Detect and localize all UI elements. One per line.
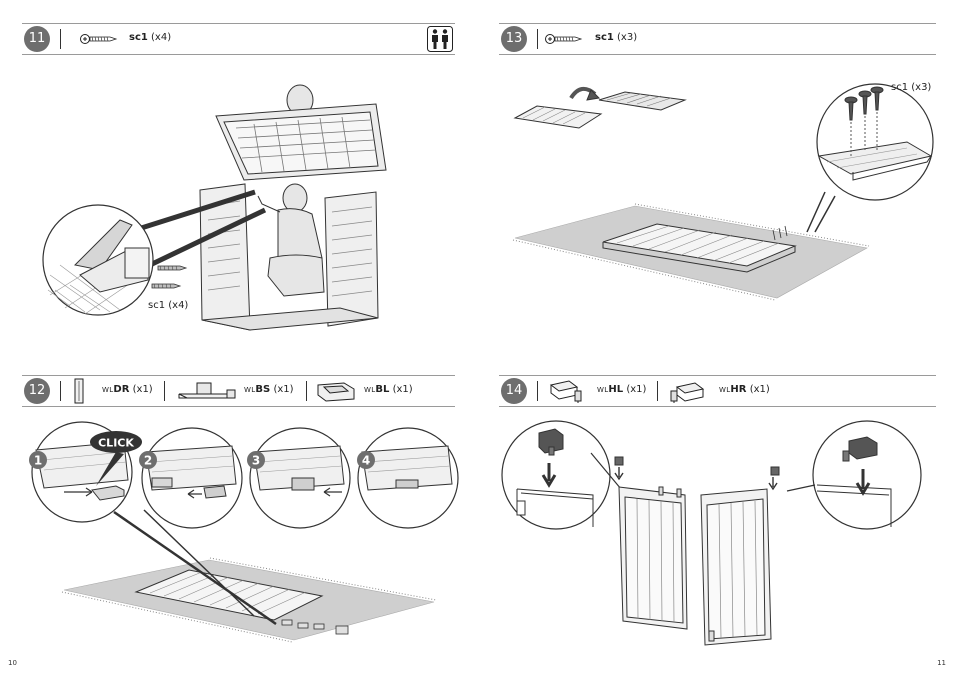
divider	[164, 381, 165, 401]
detail-circle-2	[141, 427, 243, 529]
detail-magnifier	[42, 204, 154, 316]
loose-parts	[281, 619, 349, 635]
part-sc1: sc1 (x4)	[129, 32, 171, 43]
svg-text:1: 1	[34, 454, 42, 468]
divider	[537, 381, 538, 401]
step-14-header: 14 WLHL (x1) WLHR (x1)	[499, 375, 936, 407]
pointer-line	[590, 452, 622, 490]
substep-badge-4: 4	[357, 451, 375, 469]
pointer-line	[806, 191, 836, 233]
divider	[657, 381, 658, 401]
callout-sc1-x4: sc1 (x4)	[148, 300, 188, 311]
door-panel-right	[700, 488, 772, 646]
screw-icon	[151, 265, 188, 289]
substep-badge-1: 1	[29, 451, 47, 469]
step-12-number: 12	[24, 378, 50, 404]
hinge-right-icon	[670, 382, 705, 403]
floor-pallet	[602, 223, 797, 273]
hinge-left-icon	[614, 456, 624, 481]
step-12-header: 12 WLDR (x1) WLBS (x1) WLBL (x1)	[22, 375, 455, 407]
part-wlhr: WLHR (x1)	[719, 384, 770, 395]
pointer-line	[143, 509, 255, 617]
divider	[60, 29, 61, 49]
part-wlhl: WLHL (x1)	[597, 384, 647, 395]
screw-icon	[80, 34, 118, 44]
step-14-number: 14	[501, 378, 527, 404]
step-13-illustration: sc1 (x3)	[512, 82, 934, 301]
substep-badge-3: 3	[247, 451, 265, 469]
svg-text:CLICK: CLICK	[98, 437, 134, 450]
step-12-illustration: 1 2 3 4 CLICK	[29, 421, 459, 643]
detail-circle-4	[357, 427, 459, 529]
svg-text:3: 3	[252, 454, 260, 468]
step-11-header: 11 sc1 (x4)	[22, 23, 455, 55]
two-person-icon	[427, 26, 453, 52]
hinge-right-icon	[768, 466, 780, 491]
door-rod-icon	[74, 378, 84, 404]
hinge-left-icon	[549, 380, 582, 403]
click-callout: CLICK	[90, 431, 142, 486]
step-11-number: 11	[24, 26, 50, 52]
svg-text:4: 4	[362, 454, 370, 468]
page-number-right: 11	[937, 659, 946, 667]
detail-magnifier-right	[812, 420, 922, 530]
door-panel-left	[618, 486, 688, 630]
detail-magnifier	[816, 83, 934, 201]
page-number-left: 10	[8, 659, 17, 667]
detail-circle-3	[249, 427, 351, 529]
shed-lid	[215, 103, 387, 181]
step-13-number: 13	[501, 26, 527, 52]
divider	[306, 381, 307, 401]
person-kneeling	[257, 183, 325, 297]
pointer-line	[786, 484, 816, 492]
svg-text:2: 2	[144, 454, 152, 468]
screw-icon	[772, 225, 788, 241]
screw-icon	[545, 34, 583, 44]
callout-sc1-x3: sc1 (x3)	[891, 82, 931, 93]
step-14-illustration	[501, 420, 922, 646]
bar-support-icon	[178, 382, 236, 399]
part-wlbl: WLBL (x1)	[364, 384, 413, 395]
part-code: sc1	[129, 32, 148, 43]
substep-badge-2: 2	[139, 451, 157, 469]
right-page: 13 sc1 (x3)	[477, 0, 954, 675]
divider	[537, 29, 538, 49]
divider	[60, 381, 61, 401]
detail-magnifier-left	[501, 420, 611, 530]
part-wldr: WLDR (x1)	[102, 384, 153, 395]
part-wlbs: WLBS (x1)	[244, 384, 294, 395]
pointer-lines	[134, 189, 267, 268]
pallet-flip	[513, 86, 687, 129]
left-page: 11 sc1 (x4)	[8, 23, 459, 667]
step-13-header: 13 sc1 (x3)	[499, 23, 936, 55]
part-qty: (x4)	[151, 32, 172, 43]
step-11-illustration: sc1 (x4)	[42, 84, 387, 331]
part-sc1: sc1 (x3)	[595, 32, 638, 43]
bar-lock-icon	[317, 382, 355, 402]
pointer-line	[113, 510, 277, 626]
